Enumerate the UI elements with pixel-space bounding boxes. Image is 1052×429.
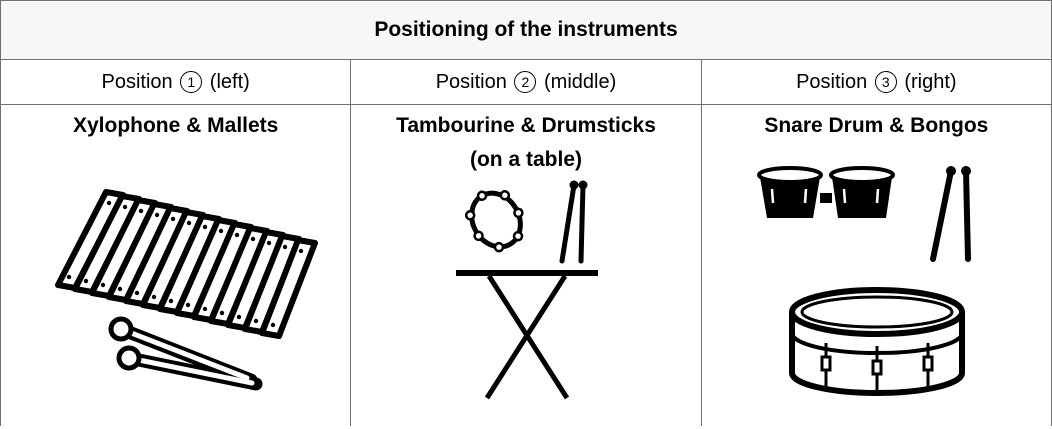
instrument-cell-middle: Tambourine & Drumsticks (on a table) — [350, 104, 702, 426]
position-right-header: Position 3 (right) — [700, 59, 1052, 105]
drumsticks-icon — [559, 180, 588, 264]
position-side: (left) — [209, 70, 250, 93]
xylophone-icon — [55, 189, 318, 339]
position-number: 1 — [180, 70, 203, 93]
position-side: (middle) — [544, 70, 617, 93]
drumsticks-icon — [929, 166, 971, 262]
position-label: Position — [435, 70, 507, 93]
position-side: (right) — [904, 70, 957, 93]
xylophone-and-mallets-picture — [55, 189, 318, 391]
tambourine-icon — [465, 190, 524, 253]
table-icon — [456, 270, 599, 400]
instrument-cell-left: Xylophone & Mallets — [0, 104, 352, 426]
instrument-cell-right: Snare Drum & Bongos — [700, 104, 1052, 426]
position-number: 3 — [874, 70, 897, 93]
instrument-name: Xylophone & Mallets — [72, 114, 279, 137]
mallets-icon — [108, 316, 263, 391]
position-label: Position — [101, 70, 173, 93]
tambourine-drumsticks-table-picture — [456, 180, 599, 400]
position-left-header: Position 1 (left) — [0, 59, 352, 105]
instrument-name: Snare Drum & Bongos — [764, 114, 989, 137]
bongos-icon — [756, 166, 895, 218]
position-middle-header: Position 2 (middle) — [350, 59, 702, 105]
instrument-name: Tambourine & Drumsticks — [396, 114, 656, 137]
position-number: 2 — [514, 70, 537, 93]
bongos-drumsticks-snare-picture — [756, 166, 971, 396]
table-title: Positioning of the instruments — [0, 0, 1052, 60]
position-label: Position — [796, 70, 868, 93]
instrument-note: (on a table) — [469, 148, 582, 171]
snare-drum-icon — [788, 287, 965, 396]
